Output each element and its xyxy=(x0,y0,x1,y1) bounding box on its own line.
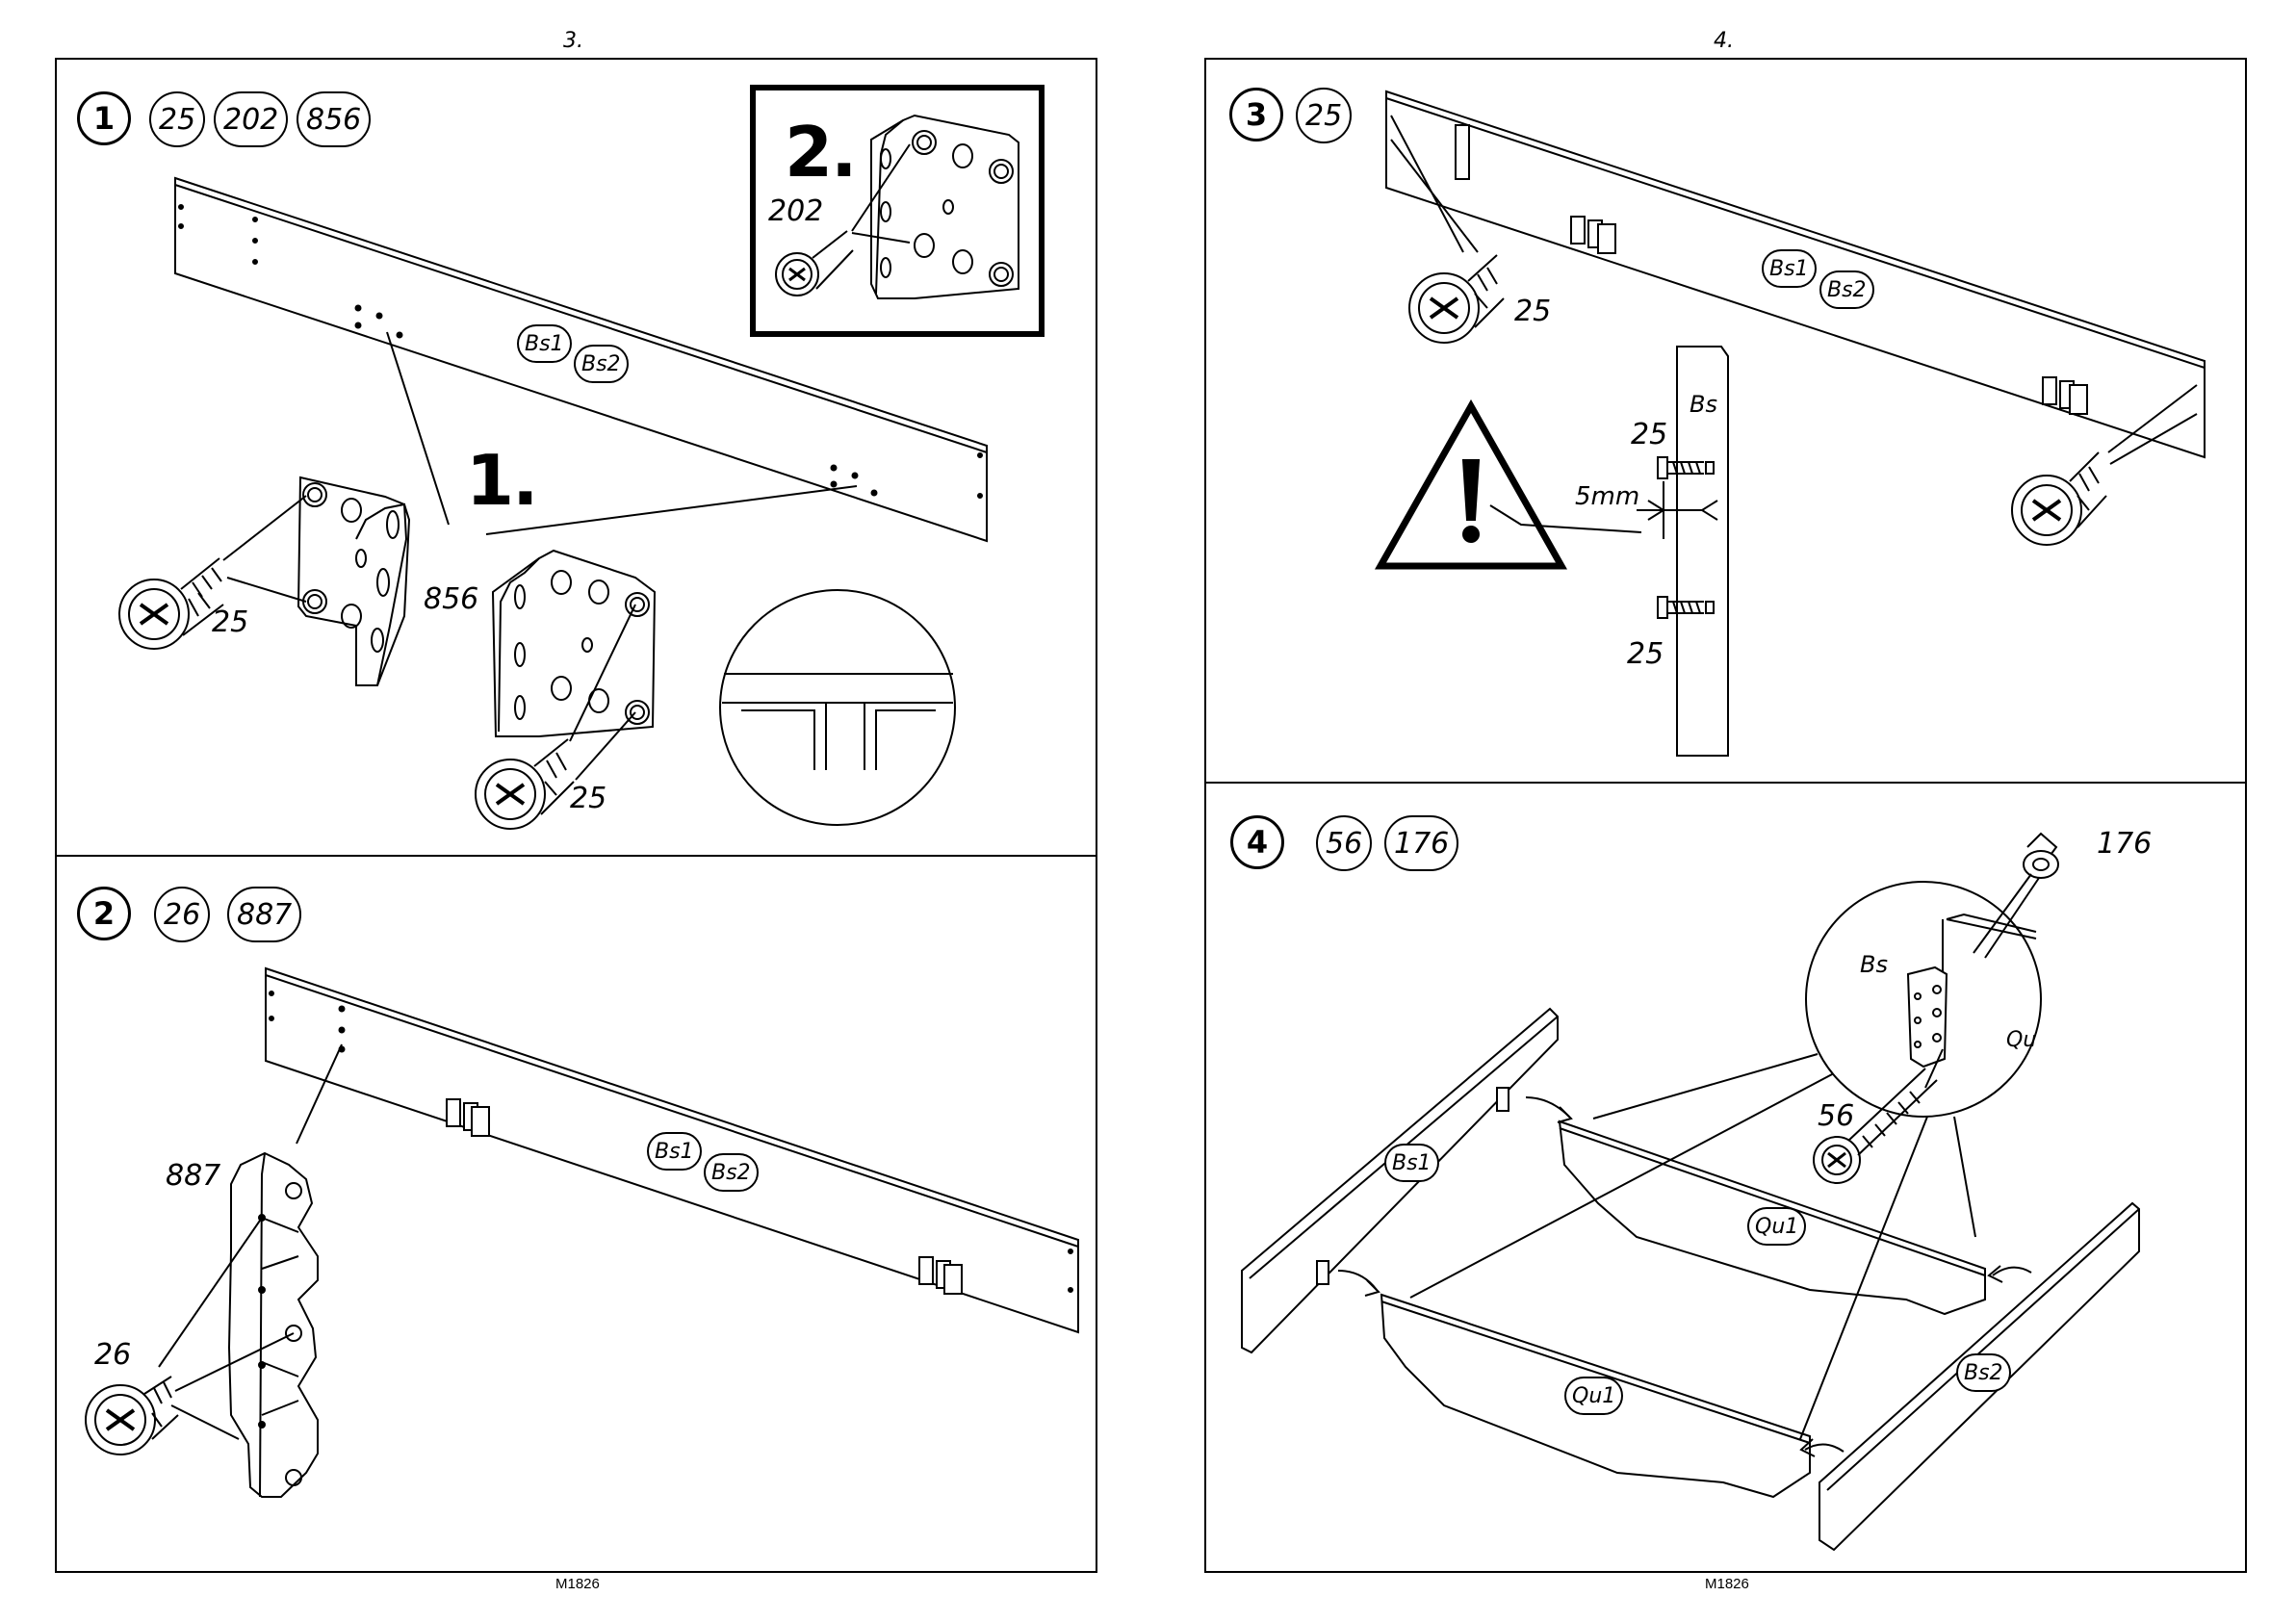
detail-label: Qu xyxy=(2006,1030,2036,1051)
step-number: 3 xyxy=(1229,88,1283,142)
board-tag: Qu1 xyxy=(1564,1377,1623,1415)
part-callout: 856 xyxy=(297,91,371,147)
bracket-label: 856 xyxy=(424,585,478,614)
board-tag: Bs1 xyxy=(517,324,572,363)
part-callout: 176 xyxy=(1384,815,1458,871)
part-callout: 25 xyxy=(1296,88,1352,143)
board-tag: Bs2 xyxy=(1956,1353,2011,1392)
screw-label: 25 xyxy=(1514,297,1551,326)
board-tag: Bs1 xyxy=(1384,1144,1439,1182)
bracket-icon xyxy=(493,551,655,736)
bracket-icon xyxy=(298,477,409,685)
edge-label: Bs xyxy=(1690,393,1717,416)
sub-step-label: 1. xyxy=(466,446,536,515)
step-number: 2 xyxy=(77,887,131,940)
screw-label: 25 xyxy=(212,608,248,637)
gap-label: 5mm xyxy=(1575,484,1639,509)
step-number: 1 xyxy=(77,91,131,145)
magnify-detail-icon xyxy=(720,590,955,825)
board-tag: Bs1 xyxy=(647,1132,702,1171)
hook-label: 887 xyxy=(166,1162,220,1191)
board-tag: Bs2 xyxy=(704,1153,759,1192)
screw-label: 25 xyxy=(1631,421,1667,450)
screw-label: 26 xyxy=(94,1341,131,1370)
detail-label: Bs xyxy=(1860,953,1888,976)
part-callout: 26 xyxy=(154,887,210,942)
board-tag: Bs2 xyxy=(1819,270,1874,309)
screw-label: 56 xyxy=(1818,1102,1854,1131)
screw-label: 25 xyxy=(1627,640,1664,669)
board-tag: Qu1 xyxy=(1747,1207,1806,1246)
sub-step-label: 2. xyxy=(785,117,855,187)
part-callout: 887 xyxy=(227,887,301,942)
part-callout: 202 xyxy=(214,91,288,147)
tool-label: 176 xyxy=(2097,830,2152,859)
board-tag: Bs2 xyxy=(574,345,629,383)
screw-label: 25 xyxy=(570,785,606,813)
bracket-icon xyxy=(852,116,1019,298)
part-callout: 56 xyxy=(1316,815,1372,871)
hook-plate-icon xyxy=(229,1153,318,1497)
part-callout: 25 xyxy=(149,91,205,147)
screw-label: 202 xyxy=(768,197,823,226)
board-tag: Bs1 xyxy=(1762,249,1817,288)
magnify-detail-icon xyxy=(1806,882,2041,1117)
step-number: 4 xyxy=(1230,815,1284,869)
